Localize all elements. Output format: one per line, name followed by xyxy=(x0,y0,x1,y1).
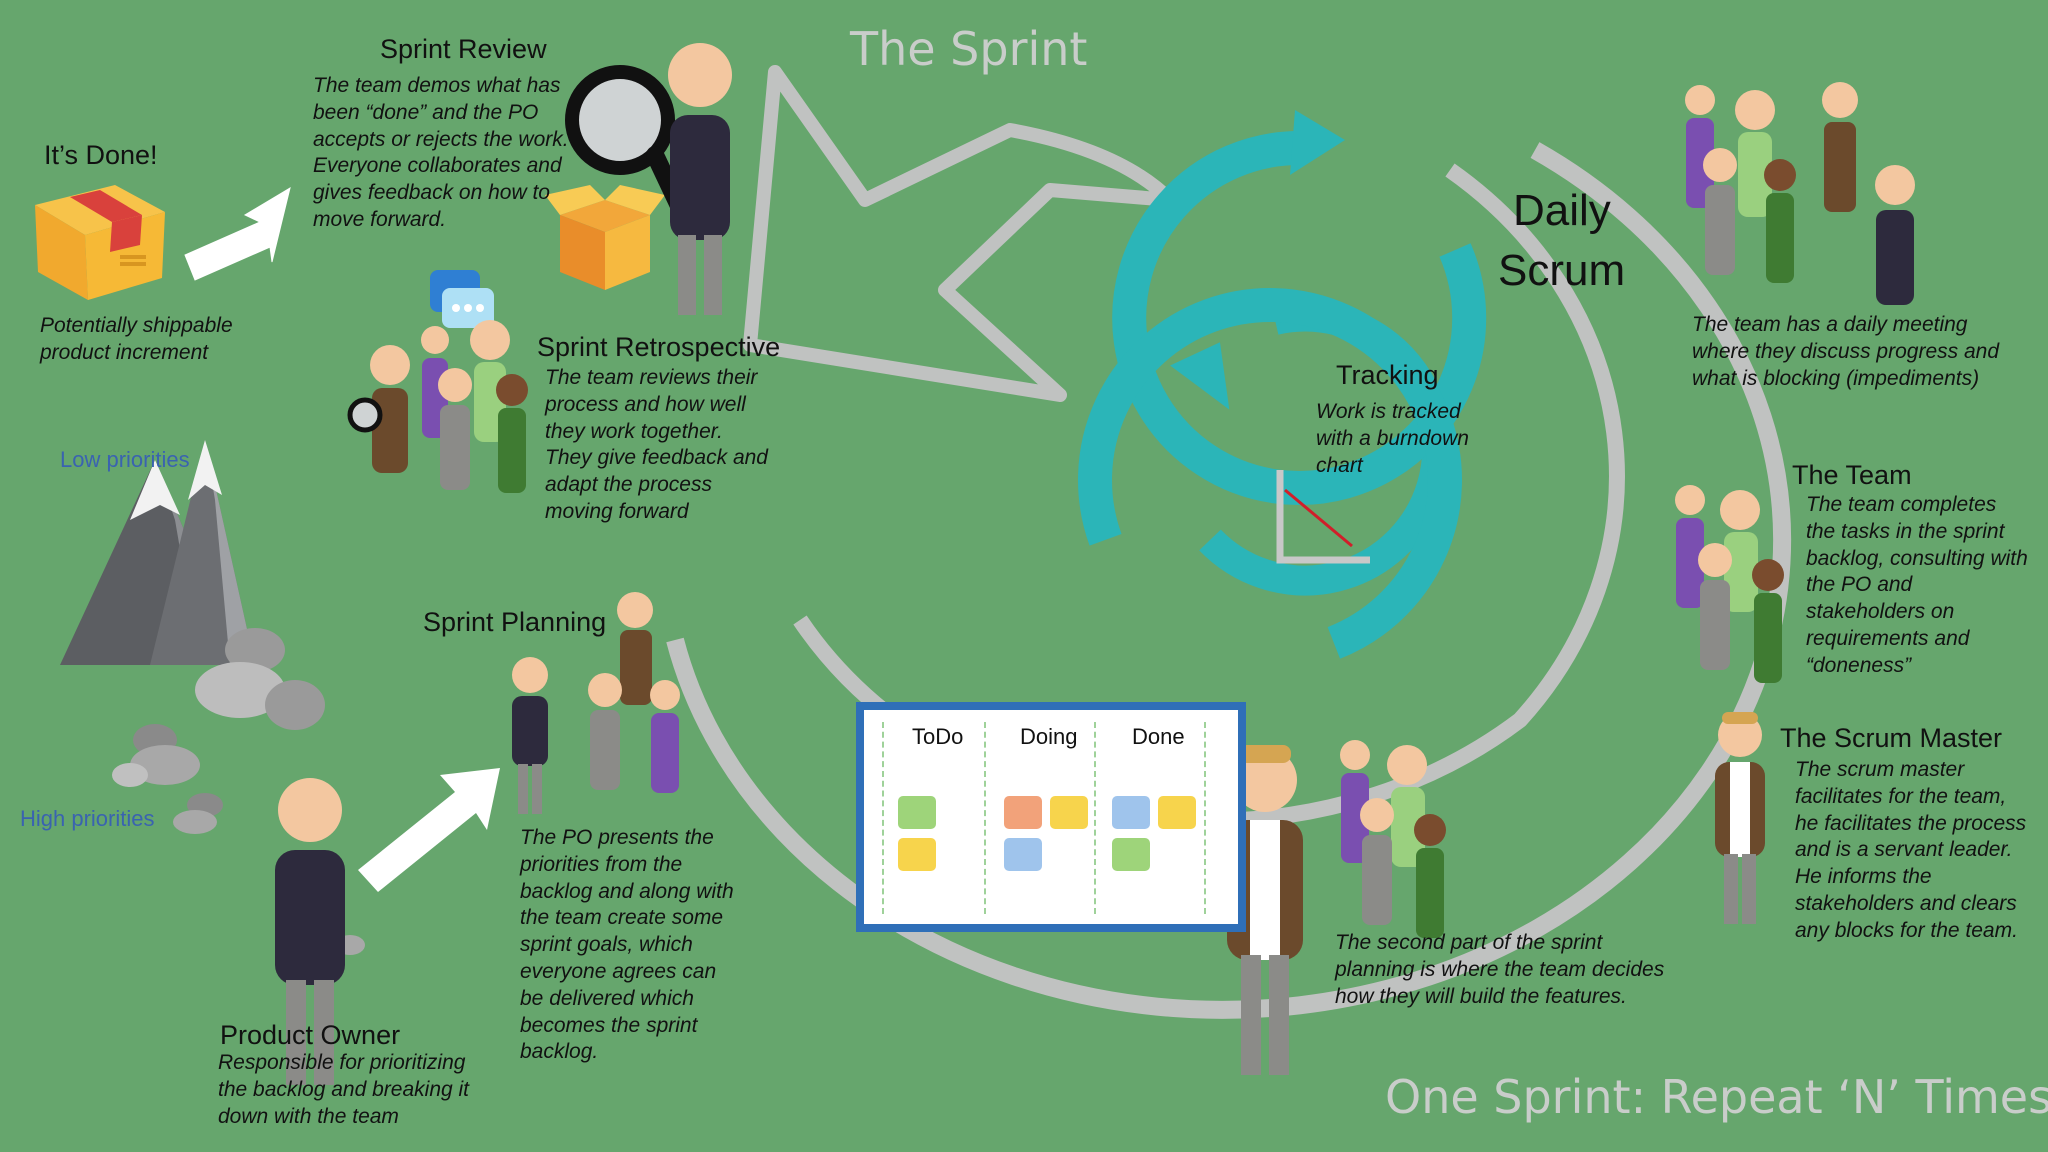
done-caption: Potentially shippable product increment xyxy=(40,314,233,364)
arrow-to-done-icon xyxy=(184,186,291,281)
person-glasses-board xyxy=(1227,745,1303,1075)
board-column-done: Done xyxy=(1132,724,1185,749)
sticky-note xyxy=(1050,796,1088,829)
sticky-note xyxy=(898,838,936,871)
sticky-note xyxy=(1004,838,1042,871)
product-owner-heading: Product Owner xyxy=(220,1020,401,1050)
mountains-icon xyxy=(60,440,255,665)
daily-scrum-line1: Daily xyxy=(1513,186,1611,235)
tracking-text: Work is tracked with a burndown chart xyxy=(1316,400,1469,477)
arrow-to-planning-icon xyxy=(358,768,500,892)
scrum-master-text: The scrum master facilitates for the tea… xyxy=(1795,758,2027,942)
board-divider-2 xyxy=(1094,722,1096,914)
daily-scrum-text: The team has a daily meeting where they … xyxy=(1692,313,1999,390)
board-column-todo: ToDo xyxy=(912,724,964,749)
repeat-footer: One Sprint: Repeat ‘N’ Times xyxy=(1385,1070,2048,1124)
sprint-retro-text: The team reviews their process and how w… xyxy=(545,366,768,523)
team-group-second-planning xyxy=(1340,740,1446,938)
open-box-icon xyxy=(545,185,665,290)
sprint-planning-heading: Sprint Planning xyxy=(423,607,607,637)
sprint-title: The Sprint xyxy=(850,22,1088,76)
sprint-planning-text: The PO presents the priorities from the … xyxy=(520,826,734,1064)
sprint-review-heading: Sprint Review xyxy=(380,34,547,64)
sprint-loop-outer xyxy=(666,142,1792,1019)
burndown-chart-icon xyxy=(1276,470,1370,564)
person-bald-planning xyxy=(512,657,548,814)
the-team-text: The team completes the tasks in the spri… xyxy=(1806,493,2028,677)
product-owner-text: Responsible for prioritizing the backlog… xyxy=(218,1051,470,1128)
scrum-master-heading: The Scrum Master xyxy=(1780,723,2003,753)
tracking-heading: Tracking xyxy=(1336,360,1439,390)
low-priorities-label: Low priorities xyxy=(60,447,190,472)
person-product-owner xyxy=(275,778,345,1085)
team-group-daily xyxy=(1685,82,1915,305)
done-heading: It’s Done! xyxy=(44,140,158,170)
person-scrum-master xyxy=(1715,712,1765,924)
chat-bubble-icon xyxy=(430,270,494,328)
sprint-review-text: The team demos what has been “done” and … xyxy=(313,74,569,231)
team-group-retro xyxy=(347,320,528,493)
team-group-the-team xyxy=(1675,485,1784,683)
daily-scrum-cycle-icon xyxy=(1078,110,1487,672)
board-column-doing: Doing xyxy=(1020,724,1078,749)
high-priorities-label: High priorities xyxy=(20,806,155,831)
sticky-note xyxy=(1112,838,1150,871)
board-divider-1 xyxy=(984,722,986,914)
daily-scrum-line2: Scrum xyxy=(1498,246,1626,295)
rocks-icon xyxy=(112,628,365,955)
sticky-note xyxy=(1158,796,1196,829)
board-divider-left xyxy=(882,722,884,914)
sticky-note xyxy=(898,796,936,829)
team-group-planning xyxy=(588,592,680,793)
sticky-note xyxy=(1004,796,1042,829)
task-board: ToDo Doing Done xyxy=(856,702,1246,932)
the-team-heading: The Team xyxy=(1792,460,1912,490)
sprint-arrow-head xyxy=(743,65,1177,402)
sprint-retro-heading: Sprint Retrospective xyxy=(537,332,781,362)
board-divider-right xyxy=(1204,722,1206,914)
done-box-icon xyxy=(35,185,165,300)
person-bald-review xyxy=(668,43,732,315)
sticky-note xyxy=(1112,796,1150,829)
second-planning-text: The second part of the sprint planning i… xyxy=(1335,931,1665,1008)
